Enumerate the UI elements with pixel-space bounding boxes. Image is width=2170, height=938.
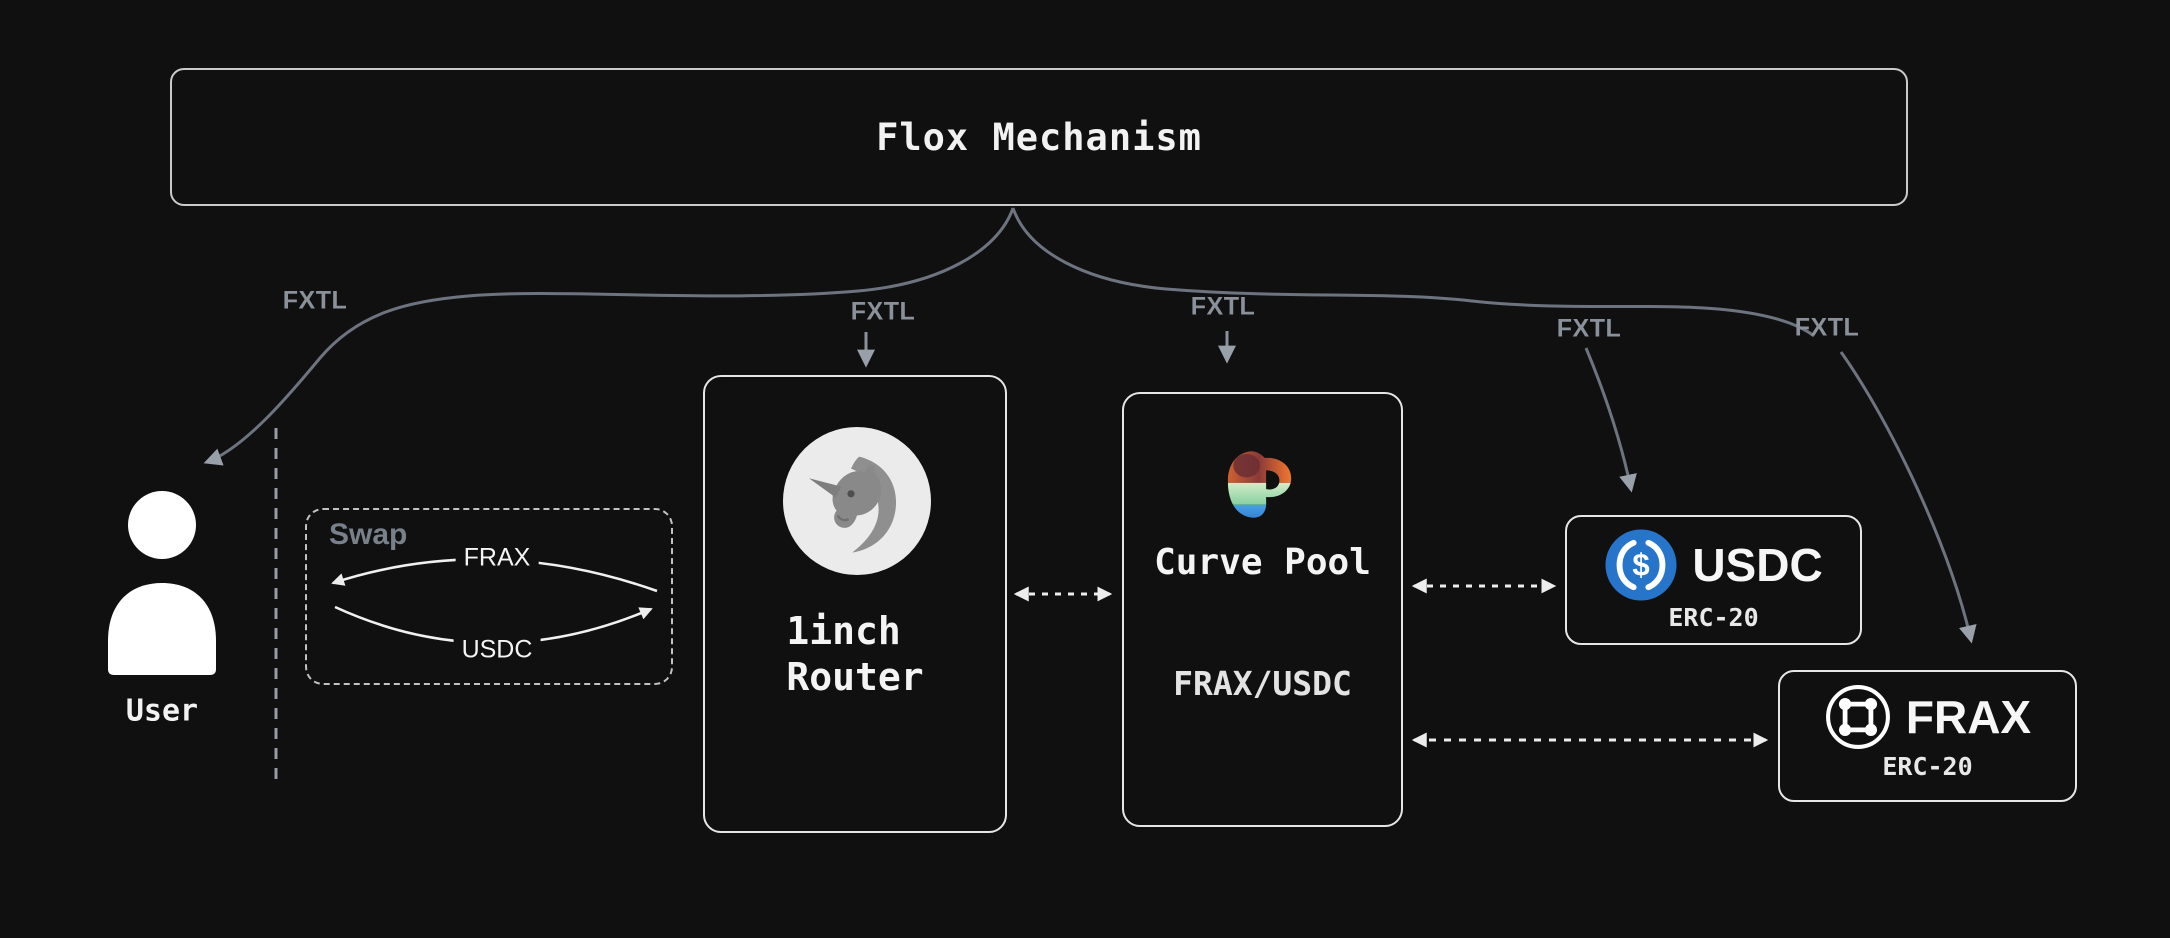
edge-flox-right-branch <box>1011 207 1815 338</box>
frax-standard: ERC-20 <box>1882 752 1973 781</box>
1inch-unicorn-icon <box>783 427 931 575</box>
1inch-name-line1: 1inch <box>786 609 901 653</box>
user-node-label: User <box>125 693 199 729</box>
usdc-symbol: USDC <box>1692 539 1823 591</box>
diagram-title: Flox Mechanism <box>876 115 1202 159</box>
fxtl-label-usdc: FXTL <box>1556 314 1622 343</box>
fxtl-label-1inch: FXTL <box>850 297 916 326</box>
usdc-logo-icon: $ <box>1605 529 1677 601</box>
usdc-standard: ERC-20 <box>1668 603 1759 632</box>
frax-symbol: FRAX <box>1905 691 2032 743</box>
fxtl-label-user: FXTL <box>282 286 348 315</box>
curve-pool-pair: FRAX/USDC <box>1173 664 1352 703</box>
person-icon <box>108 491 216 675</box>
curve-pool-node: Curve Pool FRAX/USDC <box>1122 392 1403 827</box>
flox-mechanism-node: Flox Mechanism <box>170 68 1908 206</box>
fxtl-label-frax: FXTL <box>1794 313 1860 342</box>
usdc-token-node: $ USDC ERC-20 <box>1565 515 1862 645</box>
swap-frax-label: FRAX <box>455 543 539 573</box>
1inch-router-node: 1inch Router <box>703 375 1007 833</box>
swap-usdc-label: USDC <box>453 635 541 665</box>
frax-token-node: FRAX ERC-20 <box>1778 670 2077 802</box>
fxtl-label-curve: FXTL <box>1190 292 1256 321</box>
frax-logo-icon <box>1825 685 1890 749</box>
curve-pool-title: Curve Pool <box>1154 542 1371 583</box>
1inch-name-line2: Router <box>786 654 924 699</box>
swap-group-label: Swap <box>329 518 408 551</box>
edge-flox-to-usdc <box>1584 347 1637 493</box>
curve-logo-icon <box>1227 451 1291 518</box>
swap-group: Swap FRAX USDC <box>305 508 673 685</box>
svg-text:$: $ <box>1633 547 1650 582</box>
